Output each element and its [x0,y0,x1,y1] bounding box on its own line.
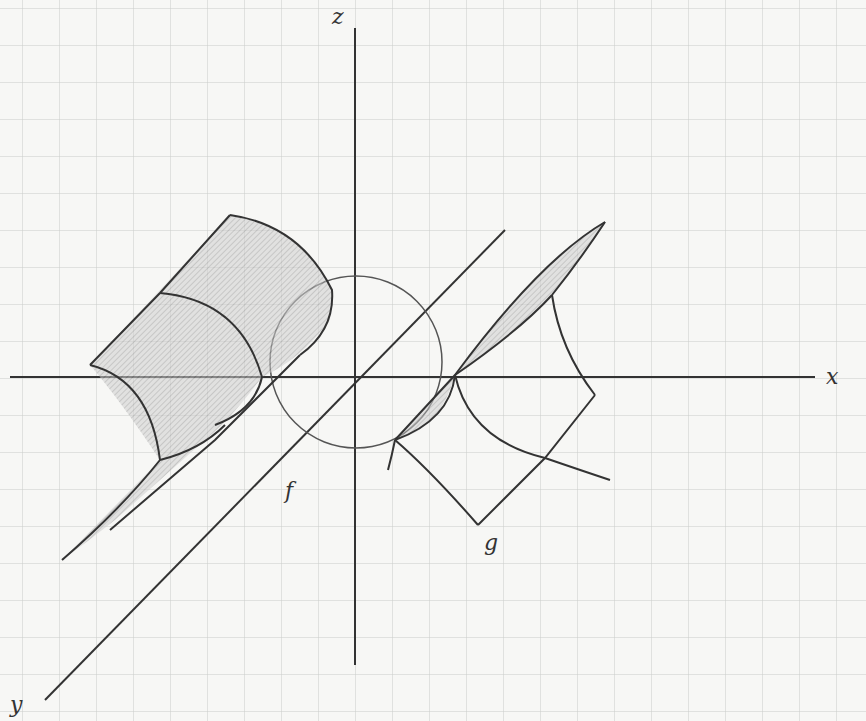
axis-label: x [826,366,838,388]
function-label: f [285,480,293,502]
right-surface [388,222,610,525]
axis-label: z [332,6,344,28]
left-surface [62,215,332,560]
function-label: g [484,532,498,554]
axis-label: y [10,694,22,716]
axes [10,28,815,700]
